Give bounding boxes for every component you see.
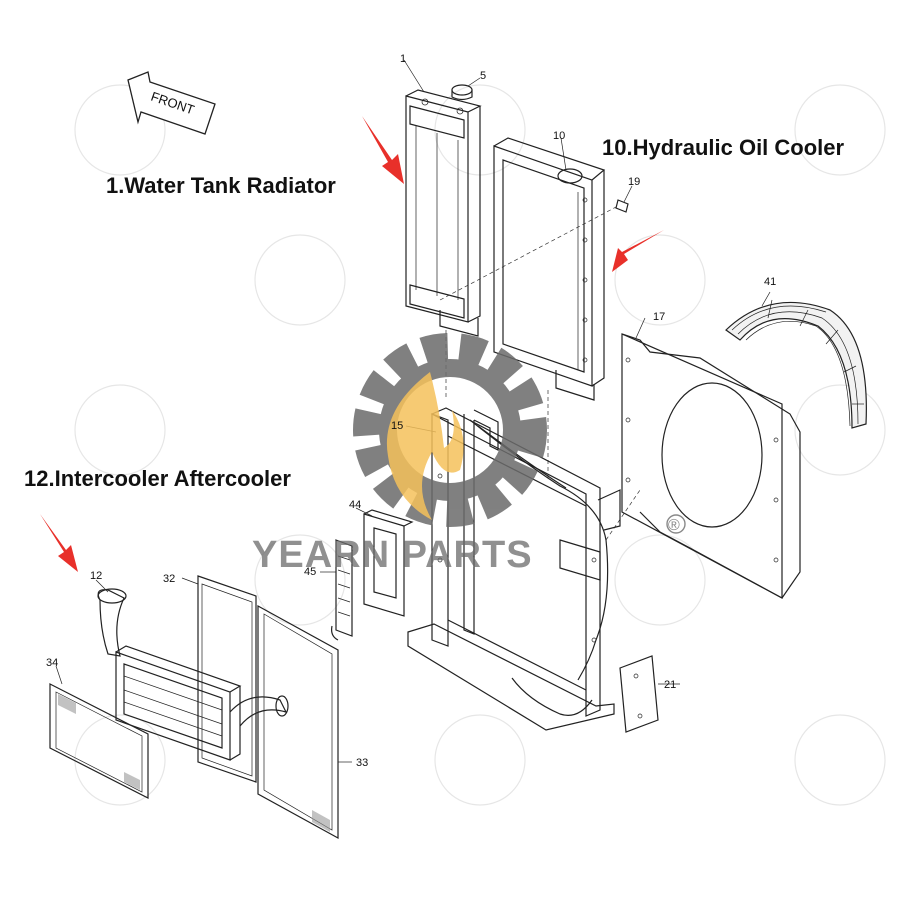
red-pointer-arrows [40, 116, 664, 572]
screen-panel-34-drawing [49, 665, 149, 799]
callout-1: 1 [400, 53, 406, 65]
watermark-registered-mark: ® [668, 517, 680, 534]
callout-45: 45 [304, 566, 316, 578]
brand-watermark: YEARN PARTS ® [252, 333, 686, 576]
label-intercooler-aftercooler: 12.Intercooler Aftercooler [24, 466, 291, 491]
arrow-intercooler-icon [40, 514, 78, 572]
label-water-tank-radiator: 1.Water Tank Radiator [106, 173, 336, 198]
fan-shroud-drawing [621, 317, 801, 600]
callout-10: 10 [553, 130, 565, 142]
small-cooler-bracket-drawing [355, 507, 414, 617]
watermark-brand-text: YEARN PARTS [252, 534, 533, 576]
watermark-flame-icon [386, 372, 464, 520]
callout-5: 5 [480, 70, 486, 82]
callout-34: 34 [46, 657, 58, 669]
arrow-radiator-icon [362, 116, 404, 184]
support-frame-drawing [405, 407, 621, 731]
fan-guard-drawing [725, 291, 867, 429]
watermark-gear-icon [353, 333, 547, 527]
screen-panel-33-drawing [257, 604, 352, 840]
hydraulic-oil-cooler-drawing [493, 137, 633, 401]
callout-33: 33 [356, 757, 368, 769]
callout-19: 19 [628, 176, 640, 188]
label-hydraulic-oil-cooler: 10.Hydraulic Oil Cooler [602, 135, 845, 160]
arrow-hydraulic-icon [612, 230, 664, 272]
cover-plate-drawing [619, 655, 680, 733]
callout-12: 12 [90, 570, 102, 582]
callout-32: 32 [163, 573, 175, 585]
oil-cooler-element-drawing [320, 539, 353, 641]
front-direction-arrow: FRONT [127, 71, 216, 135]
callout-15: 15 [391, 420, 403, 432]
water-tank-radiator-drawing [403, 59, 482, 337]
screen-panel-32-drawing [181, 575, 257, 783]
callout-44: 44 [349, 499, 361, 511]
callout-17: 17 [653, 311, 665, 323]
background-pattern [74, 84, 886, 806]
callout-21: 21 [664, 679, 676, 691]
callout-41: 41 [764, 276, 776, 288]
